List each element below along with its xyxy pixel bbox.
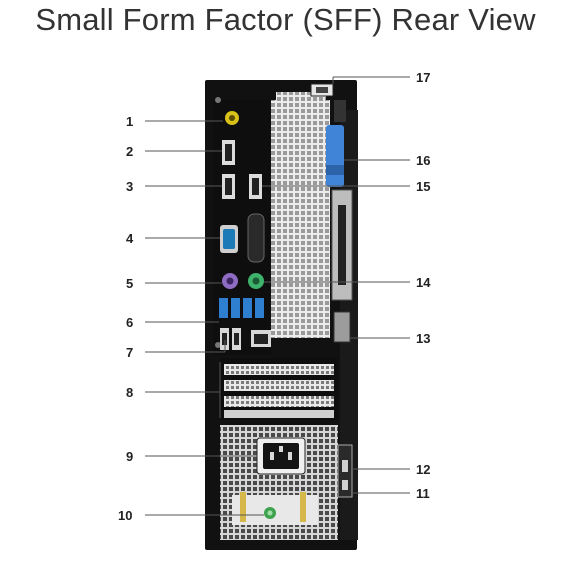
callout-8: 8 [126, 385, 133, 400]
screw [215, 342, 221, 348]
callout-12: 12 [416, 462, 430, 477]
side-vent [276, 92, 326, 102]
release-latch [326, 100, 346, 187]
displayport-port-1 [222, 174, 235, 199]
hdmi-port [222, 140, 235, 165]
usb-2-ports [220, 328, 241, 350]
callout-13: 13 [416, 331, 430, 346]
security-cable-slot [333, 311, 351, 343]
network-port [251, 330, 271, 347]
power-supply-diagnostic-light [232, 492, 318, 525]
vent-grill [270, 100, 330, 338]
callout-14: 14 [416, 275, 431, 290]
callout-1: 1 [126, 114, 133, 129]
callout-6: 6 [126, 315, 133, 330]
callout-2: 2 [126, 144, 133, 159]
ps2-mouse-port [248, 273, 264, 289]
callout-7: 7 [126, 345, 133, 360]
cable-cover-lock [337, 444, 353, 498]
displayport-port-2 [249, 174, 262, 199]
callout-17: 17 [416, 70, 430, 85]
callout-16: 16 [416, 153, 430, 168]
ps2-keyboard-port [222, 273, 238, 289]
padlock-ring [310, 83, 334, 97]
callout-15: 15 [416, 179, 430, 194]
usb-3-ports [219, 298, 264, 318]
knockout-cover [247, 213, 265, 263]
diagram-title: Small Form Factor (SFF) Rear View [35, 2, 536, 37]
callout-10: 10 [118, 508, 132, 523]
leader-lines-right [262, 76, 410, 494]
expansion-card-slots [220, 358, 338, 420]
power-connector-port [256, 437, 306, 475]
leader-lines-left [145, 120, 264, 516]
side-rail-slot [338, 205, 346, 285]
callout-4: 4 [126, 231, 134, 246]
callout-5: 5 [126, 276, 133, 291]
callout-11: 11 [416, 486, 430, 501]
serial-port [220, 225, 238, 253]
screw [215, 97, 221, 103]
callout-3: 3 [126, 179, 133, 194]
audio-line-out-port [225, 111, 239, 125]
callout-9: 9 [126, 449, 133, 464]
